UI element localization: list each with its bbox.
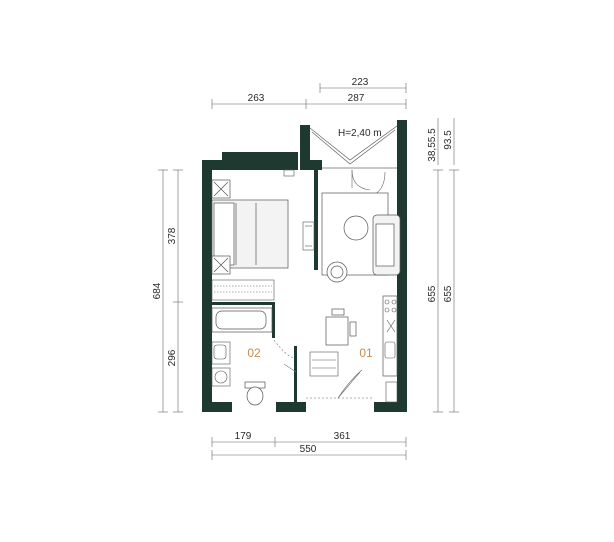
nightstand-icon — [211, 179, 231, 275]
dim-bottom-361: 361 — [334, 431, 351, 442]
dim-right-38-55-5: 38,55.5 — [427, 128, 438, 162]
shoe-rack-icon — [309, 351, 339, 377]
washbasin-icon — [211, 341, 231, 365]
dining-table-icon — [325, 308, 357, 346]
armchair-icon — [326, 261, 348, 283]
dim-top-223: 223 — [352, 77, 369, 88]
sink-icon — [384, 341, 396, 359]
fridge-icon — [386, 319, 396, 333]
kitchen-counter-icon — [382, 295, 398, 377]
dim-bottom-179: 179 — [235, 431, 252, 442]
room-label-02: 02 — [247, 346, 261, 360]
wardrobe-entrance-icon — [385, 381, 398, 403]
bathroom-door-icon — [273, 339, 297, 373]
dim-right-655-b: 655 — [443, 285, 454, 302]
bathtub-icon — [211, 307, 273, 333]
stove-icon — [384, 299, 397, 313]
dim-top-263: 263 — [248, 93, 265, 104]
door-icon — [351, 169, 386, 197]
ceiling-height-label: H=2,40 m — [338, 128, 382, 139]
entrance-door-icon — [306, 369, 372, 399]
dim-left-296: 296 — [167, 349, 178, 366]
dim-right-655-a: 655 — [427, 285, 438, 302]
toilet-icon — [244, 381, 266, 406]
washer-icon — [211, 367, 231, 387]
table-icon — [343, 215, 369, 241]
dim-top-287: 287 — [348, 93, 365, 104]
dimension-labels: 223 263 287 179 361 550 684 378 296 655 … — [152, 77, 454, 455]
dim-left-378: 378 — [167, 227, 178, 244]
walls — [202, 120, 407, 412]
dim-left-684: 684 — [152, 282, 163, 299]
dimension-lines — [158, 83, 459, 460]
wardrobe-icon — [211, 279, 275, 301]
dim-right-93-5: 93.5 — [443, 130, 454, 150]
room-label-01: 01 — [359, 346, 373, 360]
sofa-icon — [372, 214, 401, 276]
desk-icon — [283, 169, 315, 251]
dim-bottom-550: 550 — [300, 444, 317, 455]
window-icon — [309, 125, 398, 169]
